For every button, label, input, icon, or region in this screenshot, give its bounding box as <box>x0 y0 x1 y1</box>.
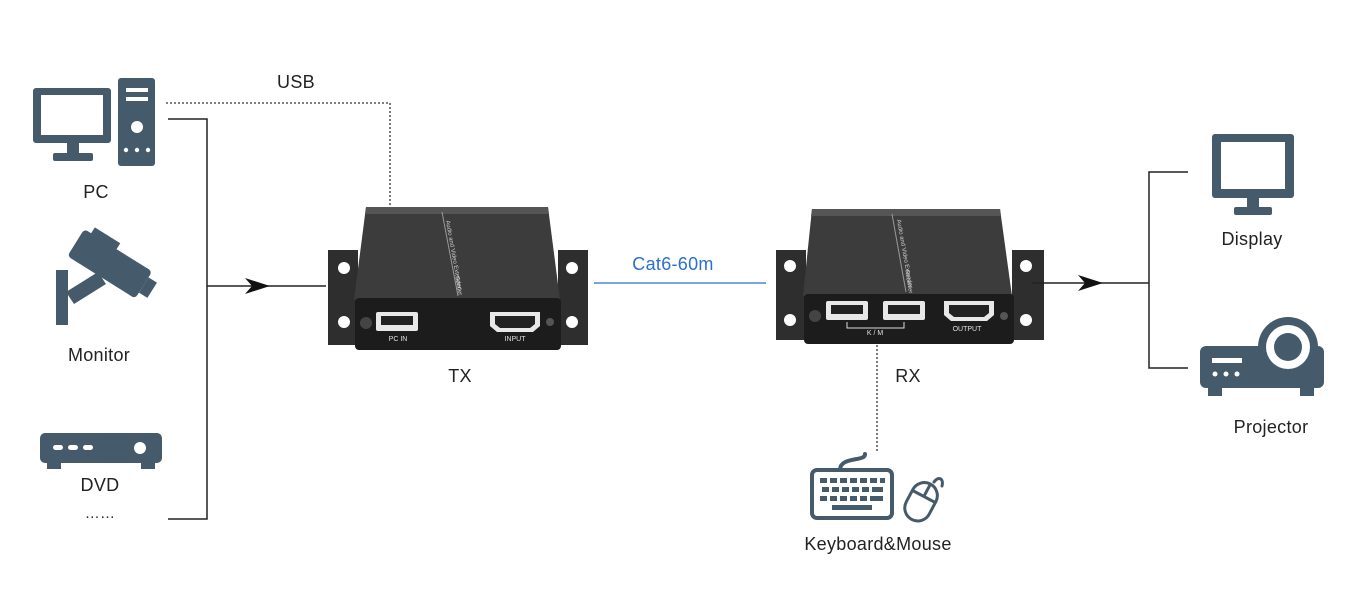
pc-icon <box>33 78 155 166</box>
tx-side-text: Sender <box>453 276 462 296</box>
rx-port-output: OUTPUT <box>953 326 983 333</box>
tx-device: Audio and Video Extender Sender PC IN IN… <box>328 207 588 350</box>
rx-side-text: Receiver <box>903 270 913 294</box>
mouse-icon <box>903 477 944 523</box>
input-arrow-icon <box>245 278 270 294</box>
output-bus <box>1032 171 1188 369</box>
rx-device: Audio and Video Extender Receiver K / M … <box>776 209 1044 344</box>
cctv-camera-icon <box>56 227 157 325</box>
usb-label: USB <box>277 72 315 92</box>
rx-port-km: K / M <box>867 330 884 337</box>
tx-port-input: INPUT <box>505 336 527 343</box>
keyboard-icon <box>810 452 894 520</box>
tx-port-pc-in: PC IN <box>389 336 408 343</box>
rx-label: RX <box>895 366 921 386</box>
tx-label: TX <box>448 366 472 386</box>
usb-dotted-line <box>166 102 391 205</box>
display-label: Display <box>1221 229 1283 249</box>
more-sources-label: …… <box>84 505 116 522</box>
monitor-label: Monitor <box>67 345 131 365</box>
dvd-player-icon <box>40 433 162 469</box>
output-arrow-icon <box>1078 275 1103 291</box>
dvd-label: DVD <box>80 475 120 495</box>
projector-icon <box>1200 317 1324 396</box>
projector-label: Projector <box>1233 417 1309 437</box>
keyboard-mouse-label: Keyboard&Mouse <box>804 534 952 554</box>
cable-label: Cat6-60m <box>632 254 714 274</box>
source-bus <box>168 118 326 520</box>
pc-label: PC <box>83 182 109 202</box>
display-icon <box>1212 134 1294 215</box>
